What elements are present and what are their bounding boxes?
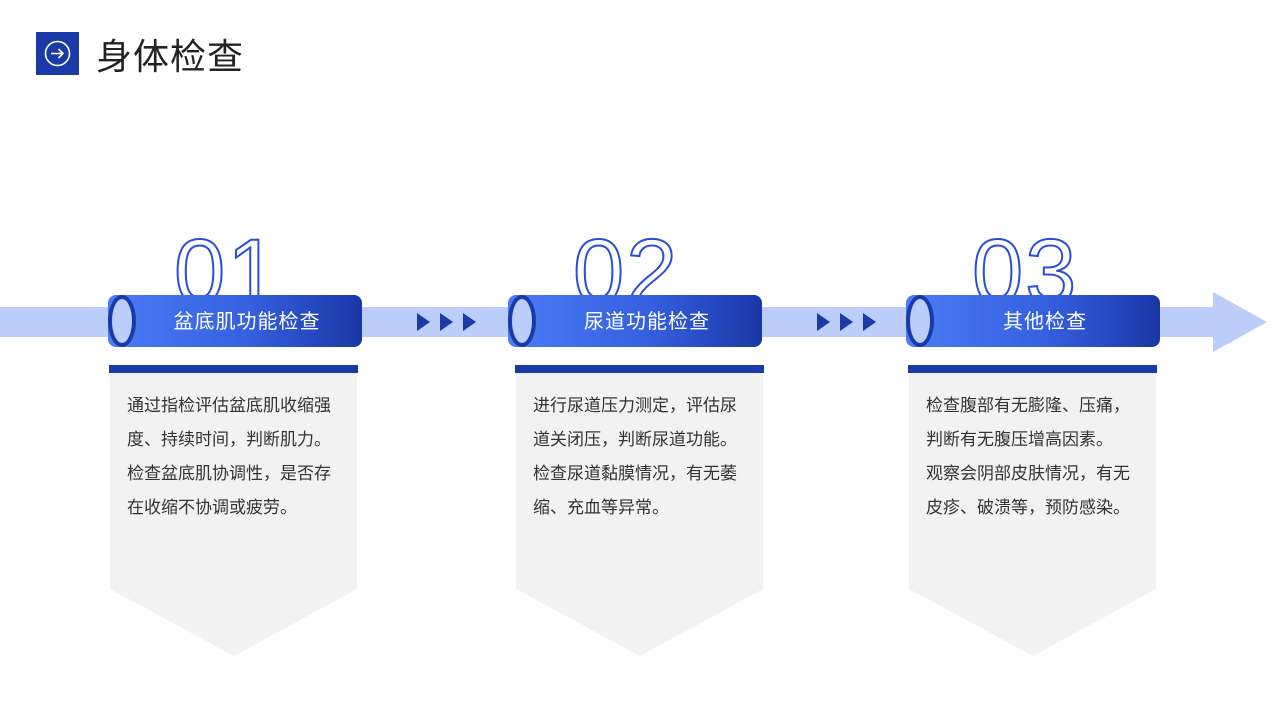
card-text-3: 检查腹部有无膨隆、压痛，判断有无腹压增高因素。 观察会阴部皮肤情况，有无皮疹、破… [926, 389, 1142, 525]
pill-1 [108, 295, 362, 347]
card-paragraph: 检查尿道黏膜情况，有无萎缩、充血等异常。 [533, 464, 737, 518]
card-3: 检查腹部有无膨隆、压痛，判断有无腹压增高因素。 观察会阴部皮肤情况，有无皮疹、破… [909, 373, 1156, 656]
card-paragraph: 检查盆底肌协调性，是否存在收缩不协调或疲劳。 [127, 464, 331, 518]
card-bar-3 [908, 365, 1157, 373]
card-text-1: 通过指检评估盆底肌收缩强度、持续时间，判断肌力。 检查盆底肌协调性，是否存在收缩… [127, 389, 343, 525]
card-bar-2 [515, 365, 764, 373]
card-1: 通过指检评估盆底肌收缩强度、持续时间，判断肌力。 检查盆底肌协调性，是否存在收缩… [110, 373, 357, 656]
card-paragraph: 观察会阴部皮肤情况，有无皮疹、破溃等，预防感染。 [926, 464, 1130, 518]
step-title-3: 其他检查 [1003, 309, 1087, 333]
step-number-1: 01 [174, 222, 281, 298]
title-icon-box [36, 32, 79, 75]
card-paragraph: 进行尿道压力测定，评估尿道关闭压，判断尿道功能。 [533, 396, 737, 450]
chevron-arrows-1 [417, 313, 476, 331]
timeline-track [0, 292, 1267, 352]
step-title-1: 盆底肌功能检查 [173, 309, 321, 333]
card-text-2: 进行尿道压力测定，评估尿道关闭压，判断尿道功能。 检查尿道黏膜情况，有无萎缩、充… [533, 389, 749, 525]
chevron-arrows-2 [817, 313, 876, 331]
card-bar-1 [109, 365, 358, 373]
card-paragraph: 检查腹部有无膨隆、压痛，判断有无腹压增高因素。 [926, 396, 1130, 450]
pill-2 [508, 295, 762, 347]
step-number-3: 03 [972, 222, 1079, 298]
arrow-right-circle-icon [44, 40, 71, 67]
card-paragraph: 通过指检评估盆底肌收缩强度、持续时间，判断肌力。 [127, 396, 331, 450]
page-title: 身体检查 [96, 37, 245, 78]
step-title-2: 尿道功能检查 [584, 309, 710, 333]
pill-3 [906, 295, 1160, 347]
card-2: 进行尿道压力测定，评估尿道关闭压，判断尿道功能。 检查尿道黏膜情况，有无萎缩、充… [516, 373, 763, 656]
track-arrowhead [1213, 292, 1267, 352]
step-number-2: 02 [573, 222, 680, 298]
